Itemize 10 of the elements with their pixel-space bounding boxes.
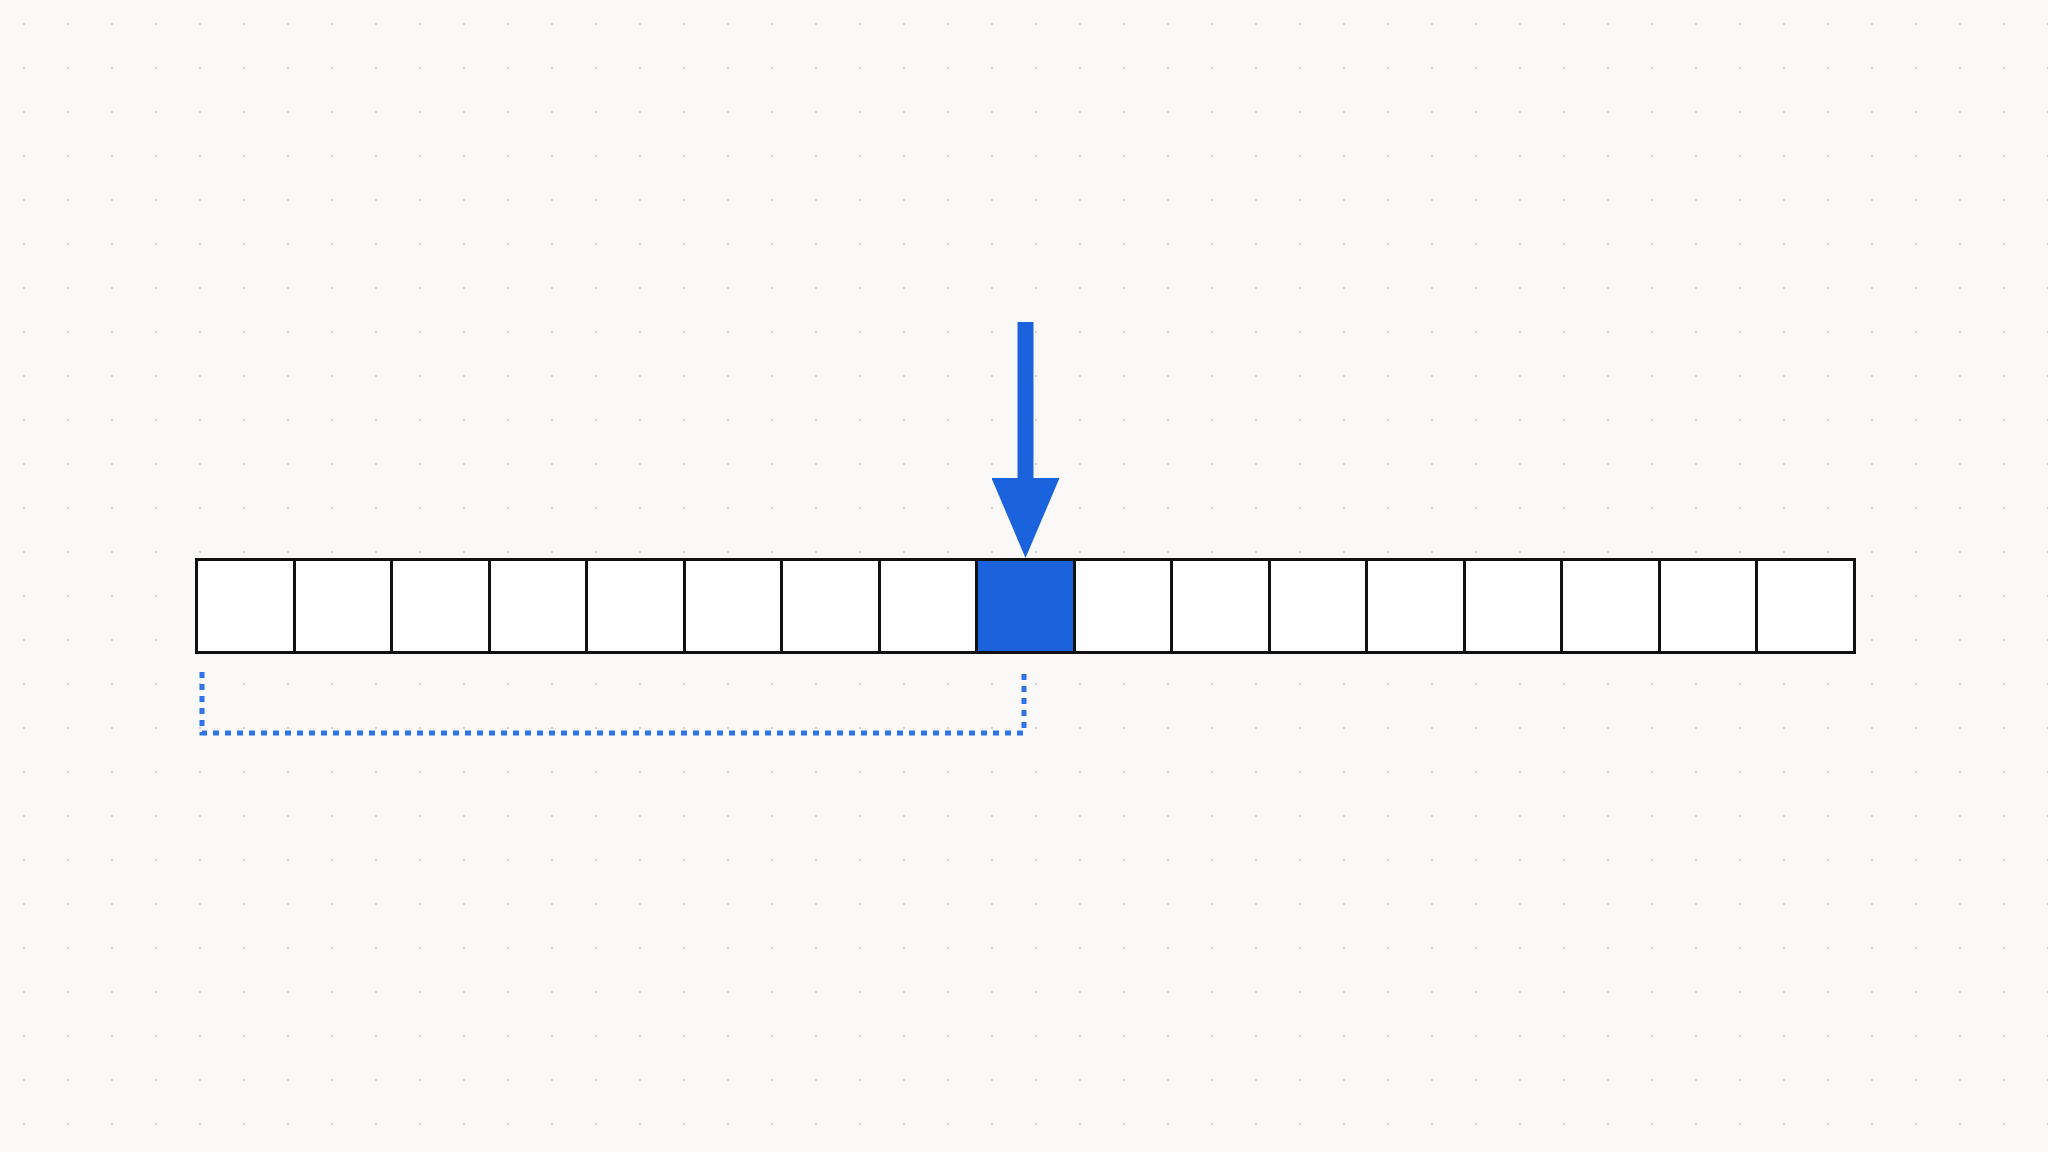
arrow <box>991 322 1060 558</box>
array-cell <box>780 558 881 654</box>
array-cell <box>1560 558 1661 654</box>
array-cell <box>195 558 296 654</box>
array-cell <box>390 558 491 654</box>
array-cell <box>1755 558 1856 654</box>
highlighted-cell <box>975 558 1076 654</box>
array-cell <box>1365 558 1466 654</box>
array-cell <box>585 558 686 654</box>
array-cell <box>1170 558 1271 654</box>
